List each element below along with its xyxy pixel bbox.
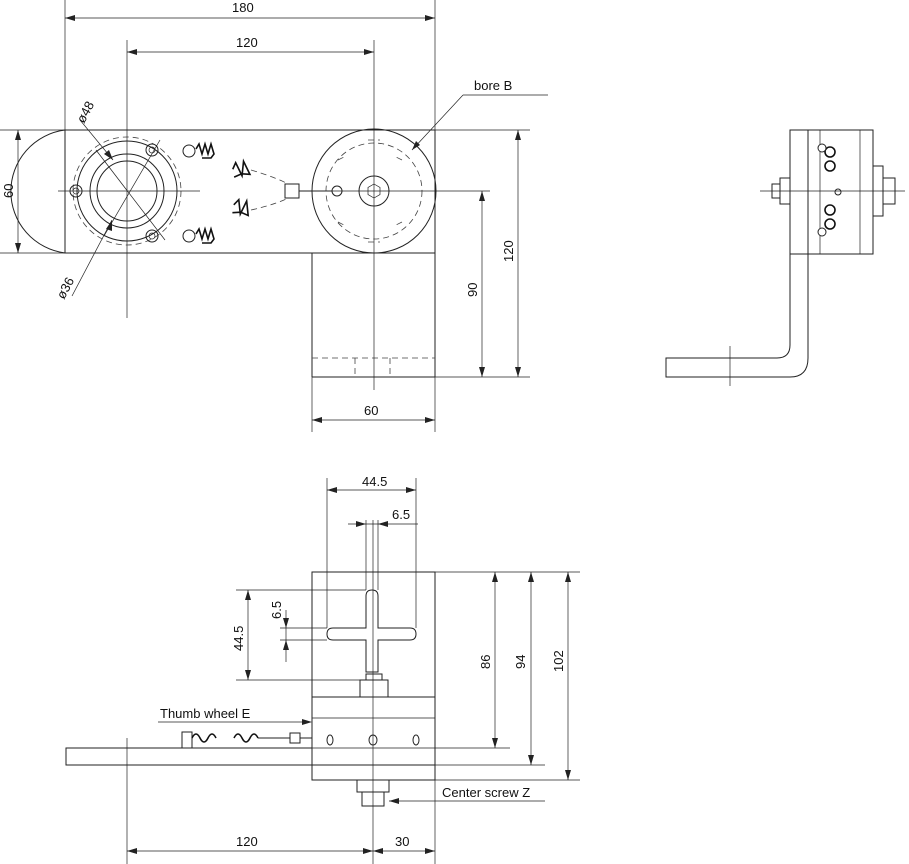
label-thumb-wheel: Thumb wheel E [160, 706, 251, 721]
front-view-dimensions: 44.5 6.5 44.5 6.5 86 94 [126, 474, 580, 864]
dim-30: 30 [395, 834, 409, 849]
label-center-screw: Center screw Z [442, 785, 530, 800]
dim-180: 180 [232, 0, 254, 15]
front-view [65, 520, 436, 864]
spring-side-icon [817, 143, 842, 237]
dim-60-bottom: 60 [364, 403, 378, 418]
dim-6-5-left: 6.5 [269, 601, 284, 619]
dim-120-right: 120 [501, 240, 516, 262]
thumb-wheel-icon [181, 731, 312, 749]
dim-90: 90 [465, 283, 480, 297]
dim-120-top: 120 [236, 35, 258, 50]
label-bore-b: bore B [474, 78, 512, 93]
dim-60-left: 60 [1, 184, 16, 198]
dim-44-5-left: 44.5 [231, 626, 246, 651]
dim-120-bottom: 120 [236, 834, 258, 849]
side-view [665, 129, 905, 386]
dim-36: ø36 [53, 275, 77, 302]
dim-86: 86 [478, 655, 493, 669]
dim-6-5-top: 6.5 [392, 507, 410, 522]
top-view [10, 40, 490, 390]
top-view-dimensions: 180 120 60 120 90 60 ø48 [0, 0, 548, 432]
dim-94: 94 [513, 655, 528, 669]
dim-44-5-top: 44.5 [362, 474, 387, 489]
spring-icon [182, 141, 332, 244]
dim-48: ø48 [73, 99, 97, 126]
dim-102: 102 [551, 650, 566, 672]
